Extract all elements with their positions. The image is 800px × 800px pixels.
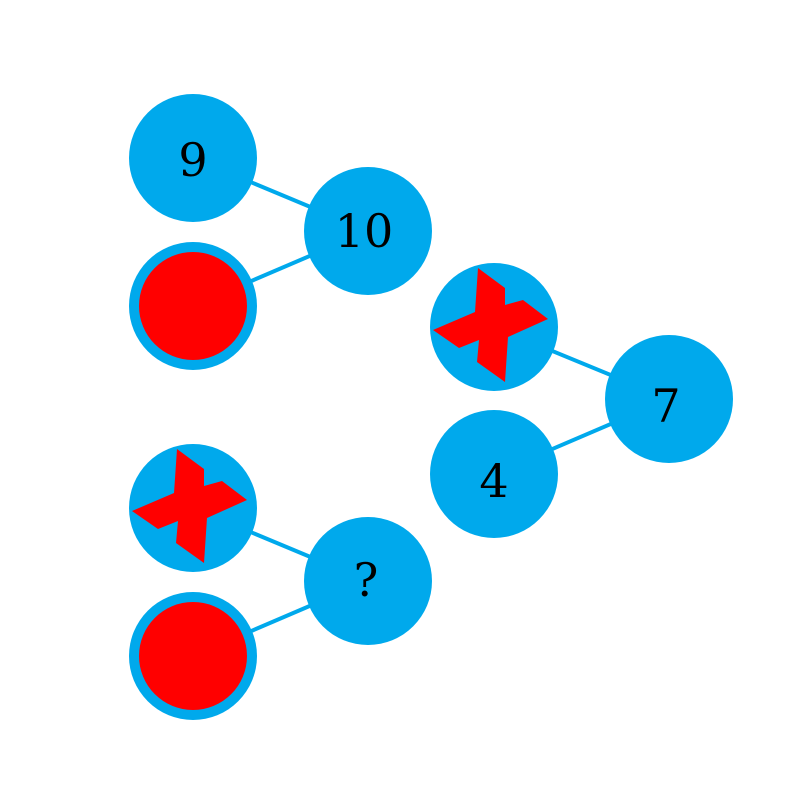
node-crossed-out xyxy=(129,444,257,572)
node-parent-unknown: ? xyxy=(304,517,432,645)
node-child-4: 4 xyxy=(430,410,558,538)
node-crossed-out xyxy=(430,263,558,391)
node-hidden xyxy=(129,592,257,720)
node-child-9: 9 xyxy=(129,94,257,222)
node-parent-10: 10 xyxy=(304,167,432,295)
node-label: 7 xyxy=(651,379,680,433)
node-label: ? xyxy=(354,553,379,607)
node-hidden xyxy=(129,242,257,370)
node-parent-7: 7 xyxy=(605,335,733,463)
node-label: 9 xyxy=(178,133,207,187)
node-label: 4 xyxy=(479,454,508,508)
node-label: 10 xyxy=(335,204,394,258)
